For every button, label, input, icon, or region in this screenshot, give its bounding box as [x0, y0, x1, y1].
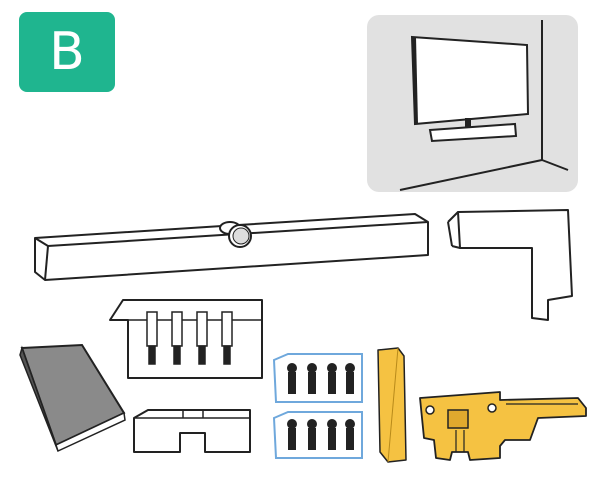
template-card-part	[110, 300, 262, 378]
l-bracket-part	[448, 210, 572, 320]
tv-scene-panel	[367, 15, 578, 192]
screw-pack-bottom-part	[274, 412, 362, 458]
foam-block-part	[134, 410, 250, 452]
manual-booklet-part	[20, 345, 125, 451]
screw-pack-top-part	[274, 354, 362, 402]
soundbar-part	[35, 214, 428, 280]
yellow-spacer-part	[378, 348, 406, 462]
yellow-bracket-part	[420, 392, 586, 460]
tv-icon	[412, 37, 528, 124]
